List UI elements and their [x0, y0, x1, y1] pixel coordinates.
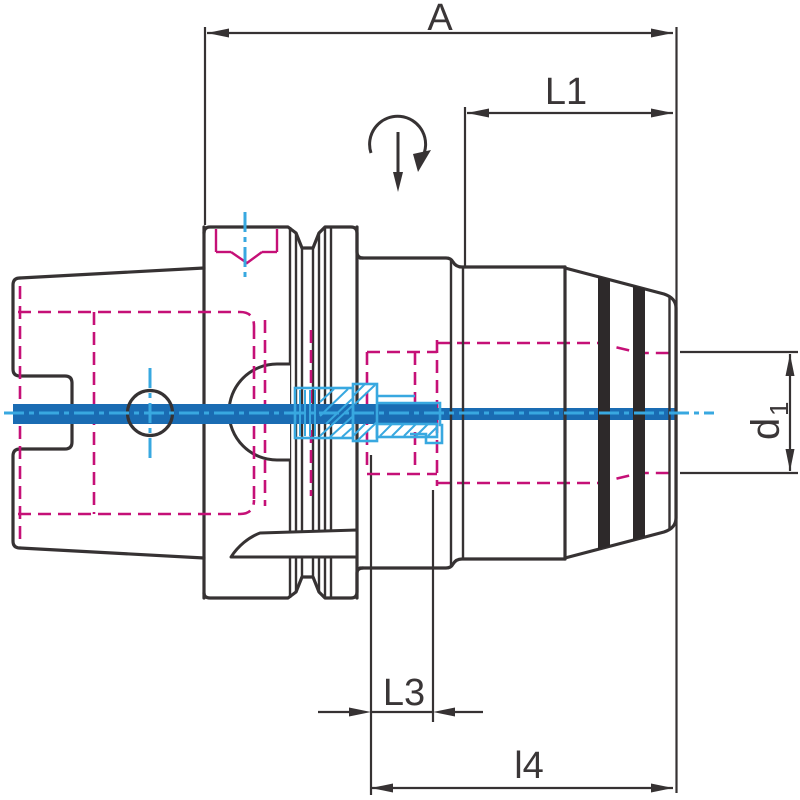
dimension-L1: L1 — [467, 71, 673, 118]
screw-collar-hatch — [352, 383, 378, 442]
dimension-label-d1-subscript: 1 — [764, 402, 794, 416]
dimension-label-L3: L3 — [383, 672, 425, 714]
dimension-l4: l4 — [371, 745, 673, 793]
dimension-A: A — [207, 0, 673, 39]
rotation-direction-icon — [368, 114, 431, 192]
centerlines — [4, 212, 714, 458]
dimension-L3: L3 — [318, 672, 483, 717]
balance-hole-hidden-detail — [214, 229, 279, 265]
drive-slot-feature — [229, 528, 359, 559]
screw-shaft-hatch — [379, 423, 438, 437]
dimension-label-d1: d — [744, 418, 788, 440]
dimension-label-l4: l4 — [514, 745, 544, 787]
dimension-d1: d 1 — [744, 354, 795, 471]
dimension-label-A: A — [427, 0, 453, 39]
extension-lines — [203, 27, 798, 795]
body-outline — [358, 256, 567, 570]
dimension-label-L1: L1 — [545, 71, 587, 113]
